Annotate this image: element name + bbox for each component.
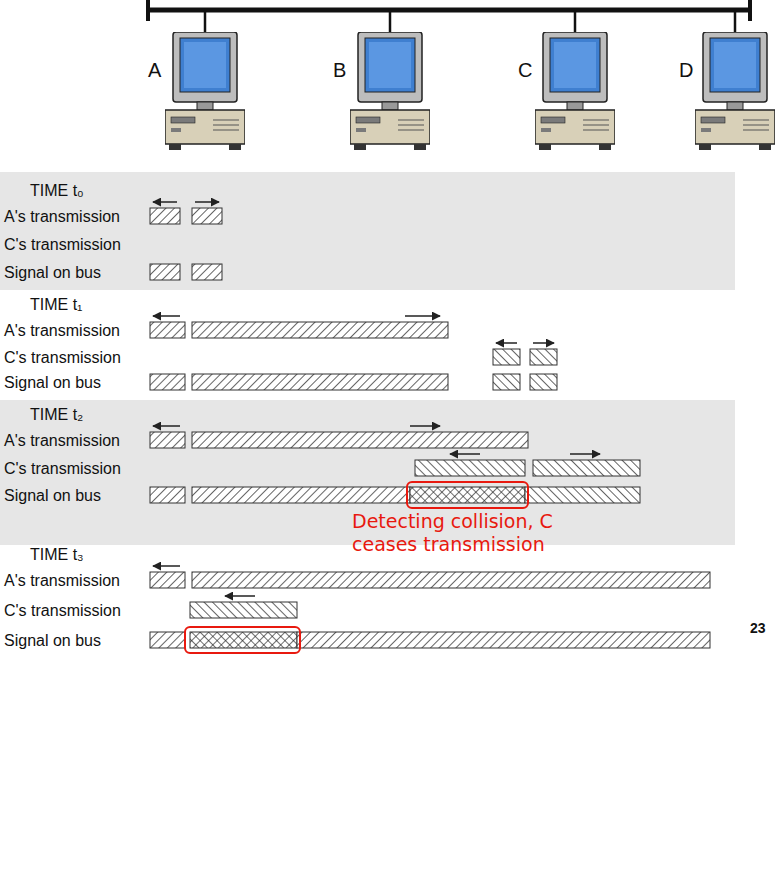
computer-icon [350, 32, 430, 150]
computer-icon [695, 32, 775, 150]
callout-note: Detecting collision, C ceases transmissi… [352, 510, 578, 556]
ethernet-bus [148, 0, 750, 32]
time-heading: TIME t₀ [30, 181, 84, 200]
station-letter: C [518, 58, 532, 82]
row-label: Signal on bus [4, 631, 101, 650]
computer-icon [165, 32, 245, 150]
row-label: Signal on bus [4, 486, 101, 505]
time-heading: TIME t₃ [30, 545, 84, 564]
signal-bars [150, 208, 710, 648]
row-label: A's transmission [4, 431, 120, 450]
row-label: C's transmission [4, 235, 121, 254]
station-letter: B [333, 58, 346, 82]
row-label: Signal on bus [4, 373, 101, 392]
page-number: 23 [750, 620, 766, 637]
row-label: A's transmission [4, 207, 120, 226]
direction-arrows [153, 202, 600, 596]
row-label: Signal on bus [4, 263, 101, 282]
station-letter: D [679, 58, 693, 82]
collision-highlight [185, 627, 300, 653]
time-heading: TIME t₂ [30, 405, 83, 424]
row-label: A's transmission [4, 571, 120, 590]
station-letter: A [148, 58, 161, 82]
row-label: C's transmission [4, 459, 121, 478]
row-label: A's transmission [4, 321, 120, 340]
row-label: C's transmission [4, 601, 121, 620]
row-label: C's transmission [4, 348, 121, 367]
time-band [0, 172, 735, 290]
collision-highlight [407, 482, 528, 508]
computer-icon [535, 32, 615, 150]
time-heading: TIME t₁ [30, 295, 83, 314]
